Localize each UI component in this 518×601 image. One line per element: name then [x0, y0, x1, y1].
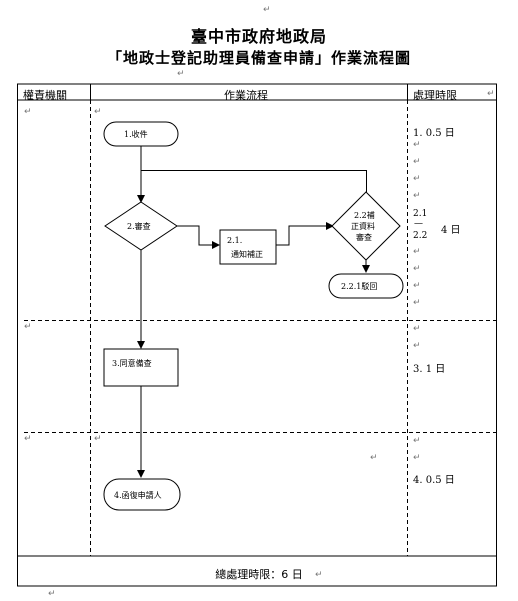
paragraph-mark: ↵ [315, 570, 323, 580]
paragraph-mark: ↵ [94, 107, 102, 117]
time-step2-bot: 2.2 [413, 231, 428, 241]
step2-1-label-b: 通知補正 [231, 249, 263, 259]
step2-2-label-c: 審查 [356, 232, 372, 242]
paragraph-mark: ↵ [413, 174, 421, 184]
step2-label: 2.審查 [127, 221, 151, 231]
step4-label: 4.函復申請人 [114, 490, 162, 500]
step4-terminal [103, 478, 181, 511]
paragraph-mark: ↵ [24, 322, 32, 332]
paragraph-mark: ↵ [413, 247, 421, 257]
paragraph-mark: ↵ [413, 264, 421, 274]
paragraph-mark: ↵ [370, 453, 378, 463]
paragraph-mark: ↵ [177, 69, 185, 79]
paragraph-mark: ↵ [24, 434, 32, 444]
total-time: 總處理時限：6 日 [215, 568, 303, 581]
time-step2-top: 2.1 [413, 209, 428, 219]
time-step4: 4. 0.5 日 [413, 475, 455, 486]
step1-terminal [103, 121, 179, 147]
time-step2-dash: — [414, 219, 423, 229]
paragraph-mark: ↵ [263, 5, 271, 15]
step2-2-decision [331, 191, 401, 261]
document-subtitle: 「地政士登記助理員備查申請」作業流程圖 [106, 49, 411, 67]
time-step1: 1. 0.5 日 [413, 128, 455, 139]
time-step3: 3. 1 日 [413, 364, 446, 375]
step2-1-label-a: 2.1. [227, 236, 242, 245]
paragraph-mark: ↵ [94, 434, 102, 444]
header-authority: 權責機關 [23, 89, 67, 102]
step2-decision [104, 201, 178, 251]
paragraph-mark: ↵ [24, 107, 32, 117]
header-time: 處理時限 [413, 89, 457, 102]
paragraph-mark: ↵ [487, 89, 495, 99]
step2-2-1-terminal [328, 273, 404, 299]
header-process: 作業流程 [224, 89, 268, 102]
paragraph-mark: ↵ [413, 436, 421, 446]
step2-2-1-label: 2.2.1駁回 [341, 281, 377, 291]
time-step2-days: 4 日 [441, 225, 461, 236]
paragraph-mark: ↵ [413, 324, 421, 334]
paragraph-mark: ↵ [413, 157, 421, 167]
paragraph-mark: ↵ [48, 589, 56, 599]
step2-1-process [219, 229, 277, 265]
step3-label: 3.同意備查 [112, 358, 152, 368]
step1-label: 1.收件 [124, 129, 148, 139]
paragraph-mark: ↵ [413, 140, 421, 150]
paragraph-mark: ↵ [413, 191, 421, 201]
paragraph-mark: ↵ [413, 453, 421, 463]
row-dividers [24, 320, 497, 433]
flow-connectors [137, 146, 370, 478]
document-title: 臺中市政府地政局 [190, 27, 327, 46]
paragraph-mark: ↵ [413, 281, 421, 291]
column-dividers [90, 84, 408, 556]
step2-2-label-b: 正資料 [351, 221, 375, 231]
paragraph-mark: ↵ [413, 298, 421, 308]
step3-process [103, 348, 179, 387]
step2-2-label-a: 2.2補 [354, 210, 375, 220]
table-frame [17, 83, 497, 587]
paragraph-mark: ↵ [413, 341, 421, 351]
